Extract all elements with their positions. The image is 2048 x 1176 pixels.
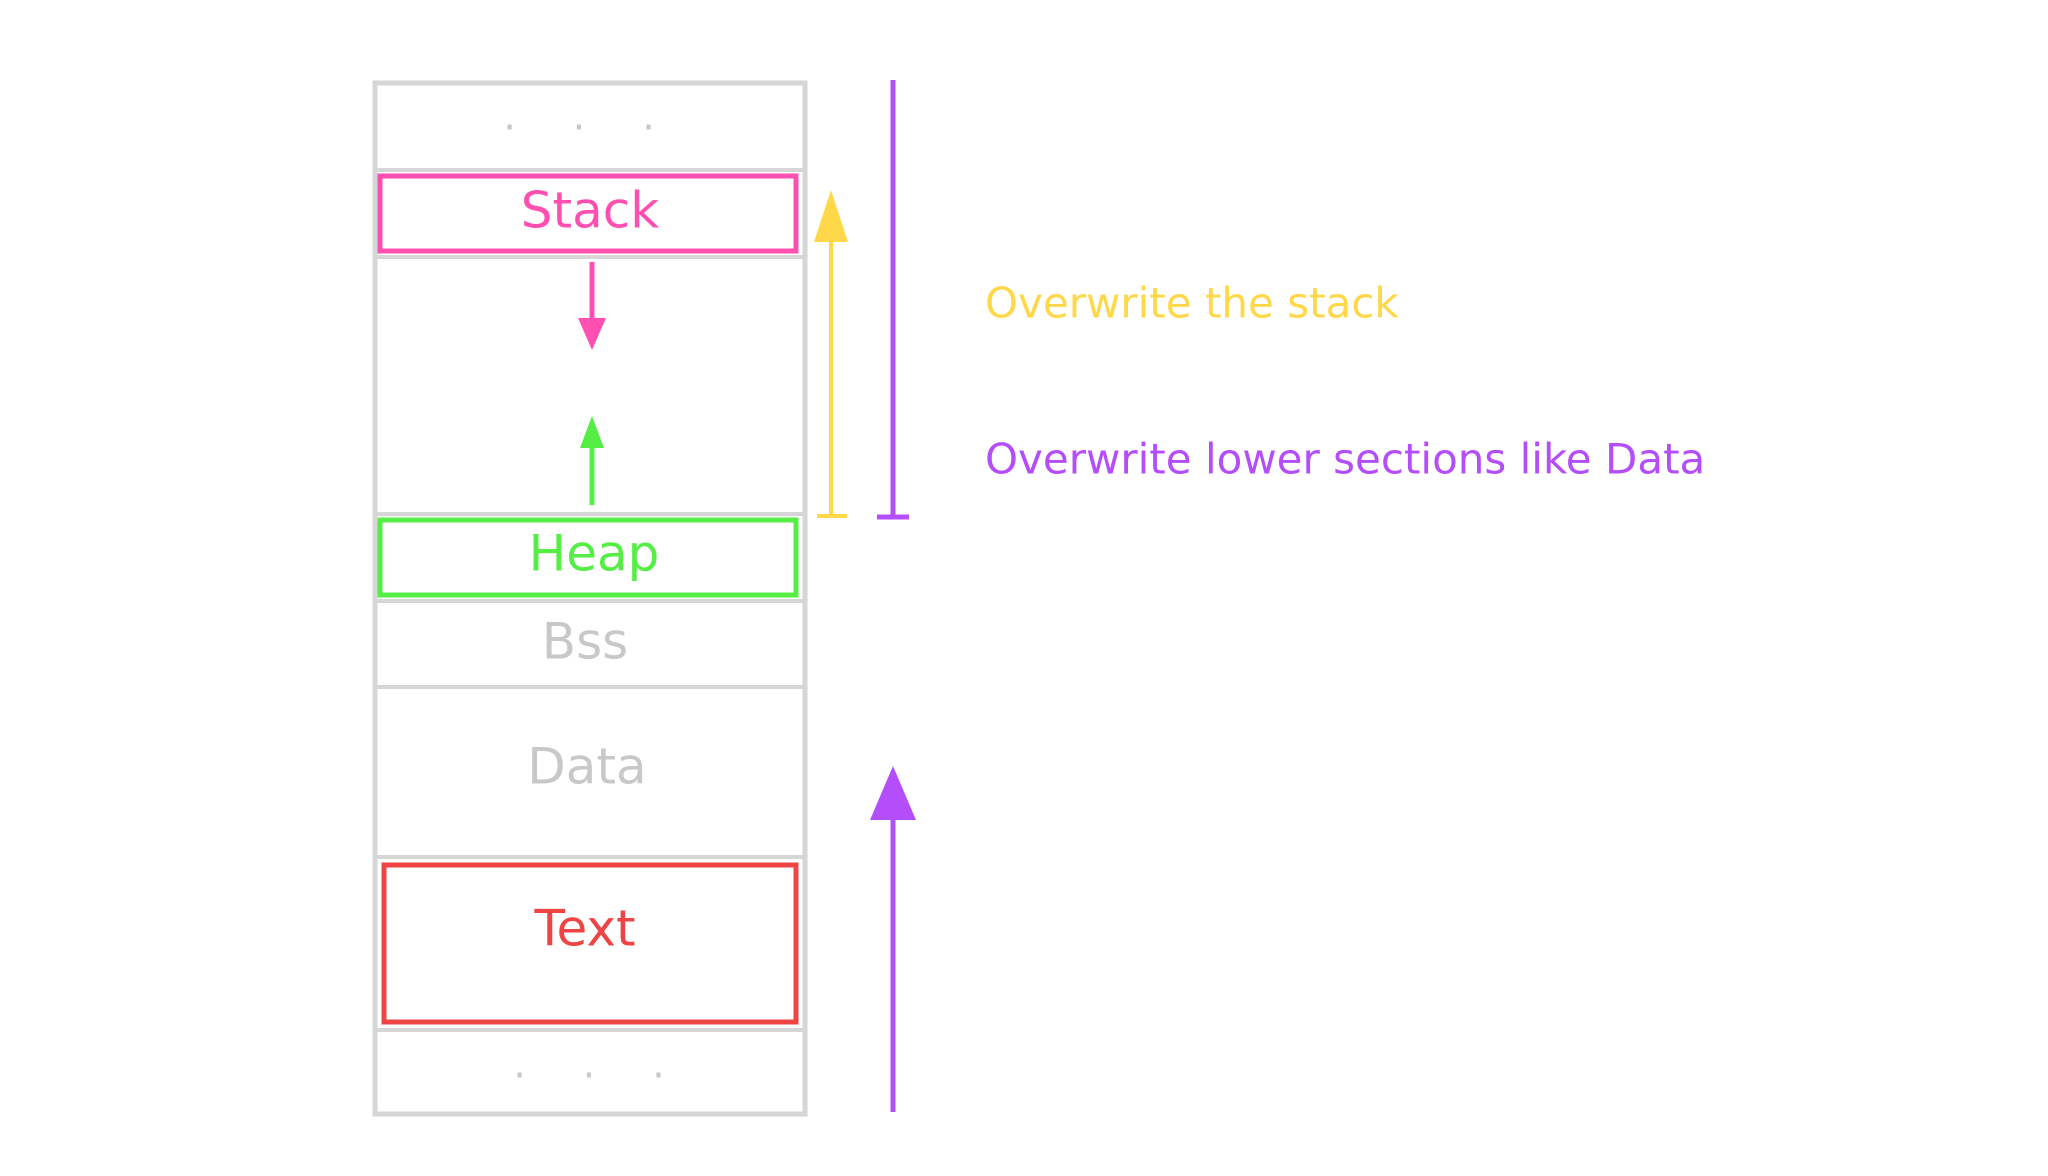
lower-growth-arrowhead [870, 766, 916, 820]
heap-segment-box [377, 517, 799, 598]
bottom-ellipsis: · · · [513, 1053, 687, 1099]
top-ellipsis: · · · [503, 105, 677, 151]
text-segment-box [381, 862, 799, 1025]
heap-growth-arrowhead [580, 416, 604, 448]
overwrite-lower-annotation: Overwrite lower sections like Data [985, 435, 1705, 484]
text-label: Text [533, 900, 635, 958]
memory-column-frame [372, 80, 808, 1117]
stack-growth-arrowhead [578, 318, 606, 350]
overwrite-stack-annotation: Overwrite the stack [985, 279, 1399, 328]
heap-label: Heap [529, 525, 660, 583]
stack-segment-box [377, 173, 799, 254]
data-label: Data [527, 738, 646, 796]
stack-label: Stack [521, 182, 659, 240]
overwrite-stack-arrowhead [814, 190, 848, 242]
bss-label: Bss [542, 613, 628, 671]
